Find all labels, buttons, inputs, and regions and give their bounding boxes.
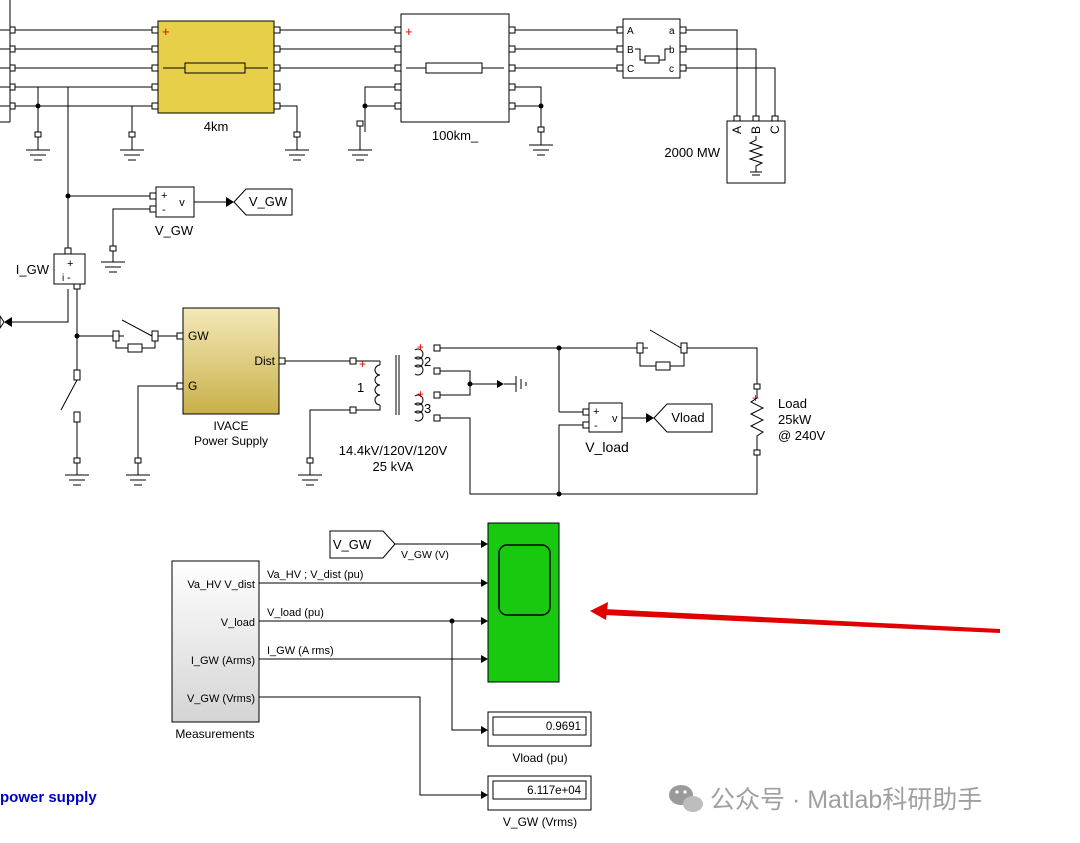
watermark-text: 公众号 · Matlab科研助手 [710,786,982,814]
svg-text:-: - [162,204,166,216]
svg-text:+: + [417,340,424,354]
svg-text:V_GW (Vrms): V_GW (Vrms) [187,693,255,705]
svg-text:Load: Load [778,396,807,411]
svg-text:25kW: 25kW [778,412,812,427]
svg-text:I_GW (Arms): I_GW (Arms) [191,655,255,667]
svg-text:+: + [359,357,366,371]
svg-text:C: C [627,64,634,75]
svg-text:2: 2 [424,354,431,369]
ivace-power-supply-block[interactable]: GW G Dist IVACE Power Supply [176,307,286,448]
svg-text:3: 3 [424,401,431,416]
svg-text:B: B [749,126,763,134]
svg-text:v: v [612,413,618,425]
svg-text:Va_HV V_dist: Va_HV V_dist [187,579,255,591]
watermark: 公众号 · Matlab科研助手 [669,785,982,814]
svg-text:Va_HV ; V_dist (pu): Va_HV ; V_dist (pu) [267,569,363,581]
three-phase-breaker-block[interactable]: A B C a b c [616,18,687,79]
ivace-ground-wire [126,385,178,486]
secondary-wires [440,345,758,497]
line-4km-label: 4km [204,119,229,134]
ground-symbols-100km [348,86,553,161]
load-2000mw-block[interactable]: A B C 2000 MW [664,115,786,184]
im-gw-label: I_GW [16,262,50,277]
svg-text:V_GW: V_GW [333,537,372,552]
svg-text:I_GW (A rms): I_GW (A rms) [267,645,334,657]
svg-text:Dist: Dist [254,354,275,368]
goto-vload-tag[interactable]: Vload [653,403,713,433]
svg-text:V_load (pu): V_load (pu) [267,607,324,619]
measurements-subsystem[interactable]: Va_HV V_dist V_load I_GW (Arms) V_GW (Vr… [171,560,260,741]
svg-text:i: i [62,273,64,284]
load-2000mw-label: 2000 MW [664,145,720,160]
red-annotation-arrow [590,602,1000,633]
svg-text:GW: GW [188,329,209,343]
svg-text:G: G [188,379,197,393]
svg-text:-: - [594,420,598,432]
line-100km-block[interactable]: + 100km_ [394,13,516,143]
svg-text:A: A [627,26,634,37]
display-vload-label: Vload (pu) [512,751,567,765]
ground-symbols-4km [26,105,309,161]
svg-text:V_load: V_load [221,617,255,629]
svg-text:+: + [417,387,424,401]
scope-block[interactable] [487,522,560,683]
load-25kw-block[interactable]: + Load 25kW @ 240V [749,383,825,456]
display-vgw-value: 6.117e+04 [527,785,581,797]
transformer-block[interactable]: + + + 2 3 1 14.4kV/120V/120V 25 kVA [339,340,448,474]
display-vload[interactable]: 0.9691 Vload (pu) [487,711,592,765]
svg-text:V_GW: V_GW [249,194,288,209]
measurements-label: Measurements [175,727,254,741]
svg-text:1: 1 [357,380,364,395]
svg-text:+: + [593,406,599,418]
im-gw-block[interactable]: + i - I_GW [16,247,86,290]
svg-text:a: a [669,26,675,37]
vm-load-block[interactable]: + - v V_load [582,402,629,455]
vm-gw-ground [101,245,125,273]
transformer-rating: 14.4kV/120V/120V [339,443,448,458]
display-vgw-label: V_GW (Vrms) [503,815,577,829]
svg-text:-: - [67,272,71,284]
vm-gw-label: V_GW [155,223,194,238]
display-vgw[interactable]: 6.117e+04 V_GW (Vrms) [487,775,592,829]
transformer-kva: 25 kVA [373,459,414,474]
transformer-ground-left [298,409,350,486]
svg-text:A: A [730,126,744,134]
svg-text:+: + [67,258,73,270]
from-vgw-tag[interactable]: V_GW [329,530,396,559]
svg-text:Vload: Vload [671,410,704,425]
ivace-name: IVACE [213,419,248,433]
measurement-signals [259,579,488,799]
line-100km-label: 100km_ [432,128,479,143]
model-title-fragment: power supply [0,789,97,806]
svg-text:V_GW (V): V_GW (V) [401,549,449,561]
wechat-icon [669,785,703,812]
breaker-wires-left [60,289,113,486]
svg-text:B: B [627,45,634,56]
svg-text:@ 240V: @ 240V [778,428,825,443]
svg-text:C: C [768,125,782,134]
goto-vgw-tag[interactable]: V_GW [233,188,293,216]
top-bus-ports [9,26,42,138]
svg-text:+: + [405,24,413,39]
svg-text:b: b [669,45,675,56]
svg-text:+: + [161,190,167,202]
display-vload-value: 0.9691 [546,721,581,733]
svg-text:+: + [752,391,759,405]
ivace-subname: Power Supply [194,434,268,448]
line-4km-block[interactable]: + 4km [151,20,281,134]
breaker-gw[interactable] [112,319,178,353]
breaker-load[interactable] [636,329,758,388]
vm-gw-block[interactable]: + - v V_GW [149,186,195,238]
wires-to-2000mw [686,29,776,118]
svg-text:c: c [669,64,674,75]
svg-text:v: v [179,197,185,209]
top-bus-wires [0,0,618,250]
svg-text:+: + [162,24,170,39]
vm-load-label: V_load [585,439,629,455]
igw-output-wire [0,289,69,329]
